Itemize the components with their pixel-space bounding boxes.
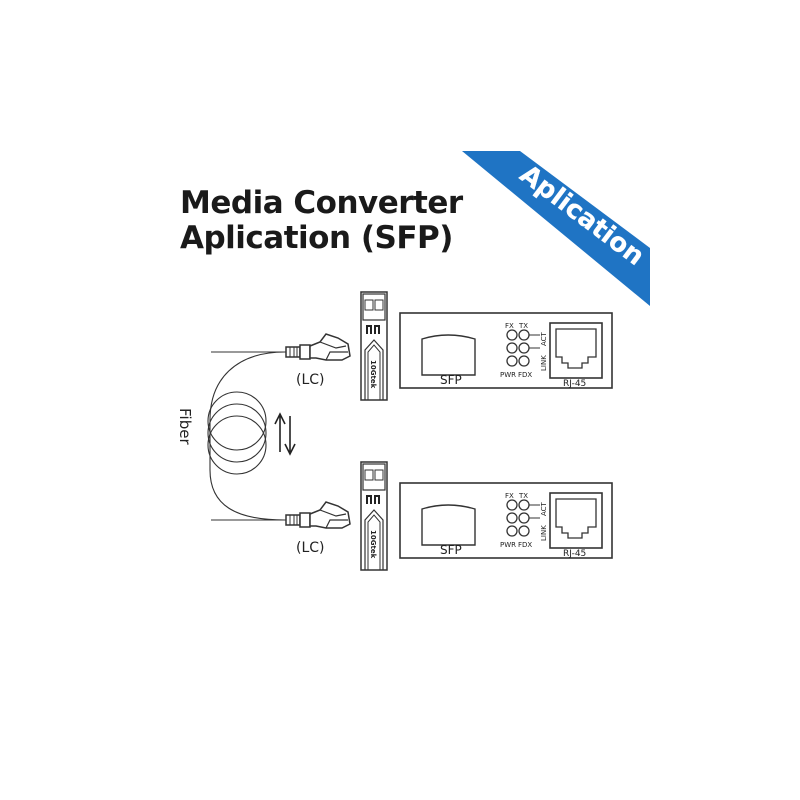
led-tx-label: TX <box>518 492 528 500</box>
title-line-1: Media Converter <box>180 185 463 221</box>
title-line-2: Aplication (SFP) <box>180 220 453 256</box>
led-act-label: ACT <box>540 331 548 346</box>
media-converter-bottom: SFP FX TX PWR FDX LINK ACT RJ-45 <box>399 482 613 559</box>
led-fx-label: FX <box>505 492 514 500</box>
bidirectional-arrows-icon <box>274 412 296 456</box>
led-tx-label: TX <box>518 322 528 330</box>
led-act-label: ACT <box>540 501 548 516</box>
rj45-label: RJ-45 <box>563 549 586 559</box>
application-banner: Aplication <box>462 151 650 306</box>
media-converter-top: SFP FX TX PWR FDX LINK ACT RJ-45 <box>399 312 613 389</box>
fiber-label: Fiber <box>176 408 194 445</box>
lc-connector-bottom <box>210 501 351 529</box>
sfp-brand-top: 10Gtek <box>369 360 377 389</box>
lc-label-bottom: (LC) <box>296 540 325 556</box>
led-fdx-label: FDX <box>518 541 532 549</box>
lc-label-top: (LC) <box>296 372 325 388</box>
led-fx-label: FX <box>505 322 514 330</box>
rj45-label: RJ-45 <box>563 379 586 389</box>
banner-ribbon <box>462 151 650 306</box>
lc-connector-top <box>210 333 351 361</box>
sfp-port-label: SFP <box>440 543 462 557</box>
led-link-label: LINK <box>540 525 548 541</box>
led-pwr-label: PWR <box>500 371 516 379</box>
sfp-brand-bottom: 10Gtek <box>369 530 377 559</box>
led-fdx-label: FDX <box>518 371 532 379</box>
banner-label: Aplication <box>514 159 650 272</box>
led-pwr-label: PWR <box>500 541 516 549</box>
fiber-cable <box>207 351 286 521</box>
sfp-port-label: SFP <box>440 373 462 387</box>
led-link-label: LINK <box>540 355 548 371</box>
